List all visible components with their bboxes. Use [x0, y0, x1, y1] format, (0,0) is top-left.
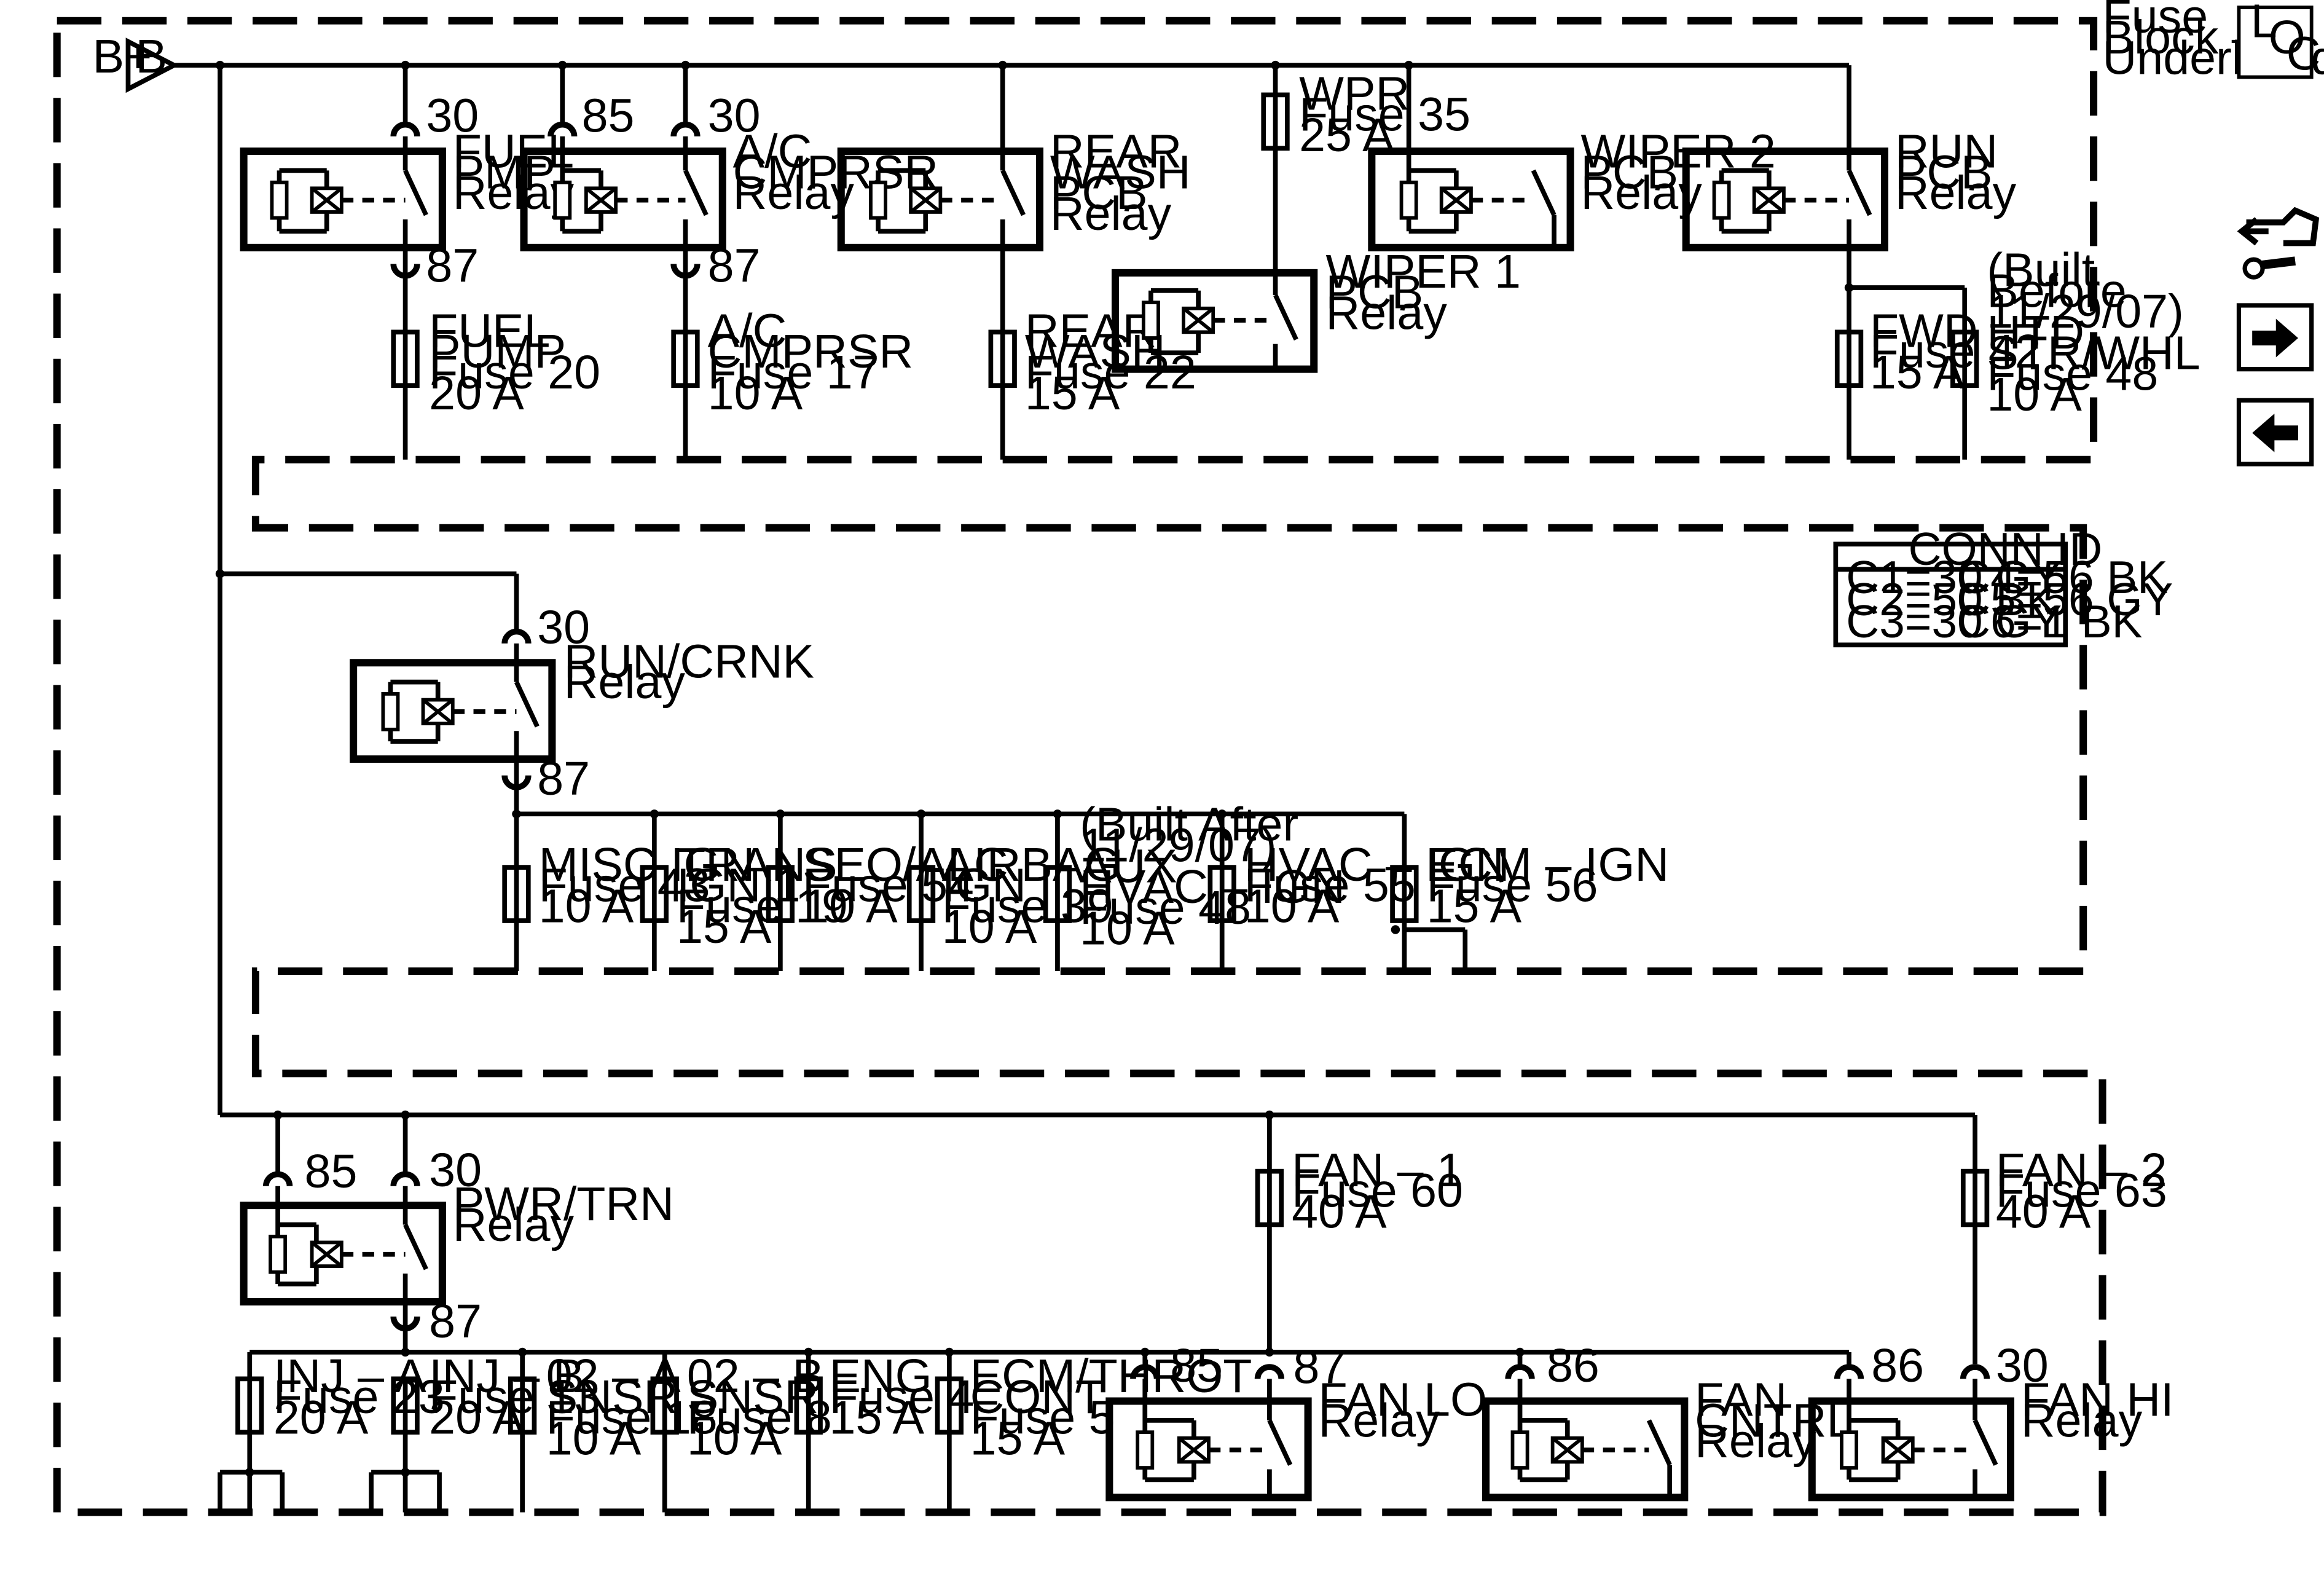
svg-text:30: 30: [537, 601, 590, 654]
svg-text:FAN – 1Fuse 6040 A: FAN – 1Fuse 6040 A: [1292, 1144, 1463, 1238]
svg-text:PWR/TRNRelay: PWR/TRNRelay: [453, 1178, 674, 1251]
relay-fan-hi: FAN HIRelay 86 30: [1808, 1339, 2174, 1502]
svg-text:C6=1 BK: C6=1 BK: [1957, 596, 2142, 647]
svg-text:MISC IGNFuse 4310 A: MISC IGNFuse 4310 A: [539, 838, 755, 933]
svg-text:INJ – AFuse 2320 A: INJ – AFuse 2320 A: [273, 1350, 445, 1444]
svg-text:30: 30: [1996, 1339, 2049, 1392]
svg-text:30: 30: [708, 90, 761, 143]
svg-text:C1=30 GY: C1=30 GY: [1846, 551, 2062, 603]
fuse-fan-1: FAN – 1Fuse 6040 A: [1255, 1114, 1463, 1352]
svg-text:C4=56 BK: C4=56 BK: [1957, 551, 2168, 603]
svg-text:L: L: [2251, 0, 2277, 47]
svg-text:85: 85: [1170, 1339, 1223, 1392]
relay-pwr-trn: PWR/TRNRelay 85 30 87: [240, 1114, 674, 1352]
relay-run-crnk: RUN/CRNKRelay 30 87: [350, 573, 814, 814]
fuse-ac-cmprsr: A/CCMPRSRFuse 1710 A: [671, 304, 913, 460]
svg-text:AIRBAGIGNFuse 3910 A: AIRBAGIGNFuse 3910 A: [942, 838, 1121, 953]
svg-text:CONN ID: CONN ID: [1909, 523, 2103, 575]
svg-text:ECM/THROTCONTFuse 515 A: ECM/THROTCONTFuse 515 A: [970, 1350, 1252, 1465]
svg-text:30: 30: [429, 1144, 482, 1197]
forward-arrow-icon[interactable]: [2236, 303, 2314, 372]
battery-plus-label: B+: [93, 30, 152, 83]
svg-text:85: 85: [582, 90, 635, 143]
loc-icon[interactable]: L O C: [2237, 0, 2321, 80]
svg-text:(BuiltBefore11/29/07)HTDSTR/WH: (BuiltBefore11/29/07)HTDSTR/WHLFuse 4810…: [1987, 244, 2200, 422]
svg-text:RUNPCBRelay: RUNPCBRelay: [1895, 125, 2017, 220]
relay-fan-cntrl: FANCNTRLRelay 86: [1482, 1339, 1853, 1502]
svg-text:WPRFuse 3525 A: WPRFuse 3525 A: [1299, 68, 1470, 162]
svg-text:O: O: [2269, 11, 2306, 64]
battery-triangle: [125, 37, 179, 93]
svg-text:FUELPUMPFuse 2020 A: FUELPUMPFuse 2020 A: [429, 304, 600, 419]
fuse-wpr: WPRFuse 3525 A: [1261, 65, 1470, 296]
svg-text:REARWASHFuse 2215 A: REARWASHFuse 2215 A: [1025, 304, 1196, 419]
svg-text:REARWASHPCBRelay: REARWASHPCBRelay: [1050, 125, 1191, 240]
connector-tool-icon[interactable]: [2237, 207, 2320, 280]
svg-text:87: 87: [708, 239, 761, 292]
relay-wiper1: WIPER 1PCBRelay: [1111, 245, 1521, 373]
svg-text:30: 30: [426, 90, 479, 143]
svg-text:87: 87: [1293, 1341, 1346, 1394]
svg-text:ENGFuse 415 A: ENGFuse 415 A: [829, 1350, 974, 1444]
svg-text:C: C: [2287, 27, 2321, 80]
svg-text:RUN/CRNKRelay: RUN/CRNKRelay: [564, 635, 814, 709]
svg-text:87: 87: [426, 239, 479, 292]
svg-text:87: 87: [537, 752, 590, 805]
relay-wiper2: WIPER 2PCBRelay: [1368, 65, 1776, 251]
svg-text:FAN – 2Fuse 6340 A: FAN – 2Fuse 6340 A: [1996, 1144, 2167, 1238]
fuse-hvac-ign: HVAC – IGNFuse 5510 A: [1207, 814, 1510, 971]
fuse-fuel-pump: FUELPUMPFuse 2020 A: [391, 304, 600, 460]
relay-run-pcb: RUNPCBRelay: [1682, 65, 2017, 333]
fuse-rear-wash: REARWASHFuse 2215 A: [988, 304, 1196, 460]
svg-text:FAN LORelay: FAN LORelay: [1318, 1374, 1487, 1447]
fuse-ecm-throt-cont: ECM/THROTCONTFuse 515 A: [935, 1350, 1252, 1513]
conn-id-table: CONN ID C1=30 GY C4=56 BK C2=50 BK C5=56…: [1833, 523, 2173, 647]
fuse-fan-2: FAN – 2Fuse 6340 A: [1960, 1114, 2167, 1364]
svg-text:C3=30 GY: C3=30 GY: [1846, 596, 2062, 647]
svg-text:SEO/ALCFuse 5410 A: SEO/ALCFuse 5410 A: [803, 838, 1008, 933]
fuse-inj-a: INJ – AFuse 2320 A: [218, 1350, 445, 1513]
svg-text:87: 87: [429, 1295, 482, 1348]
fuse-block-boundary: [53, 17, 2106, 1516]
svg-text:WIPER 1PCBRelay: WIPER 1PCBRelay: [1326, 245, 1521, 340]
svg-text:WIPER 2PCBRelay: WIPER 2PCBRelay: [1580, 125, 1775, 220]
fuse-seo-alc: SEO/ALCFuse 5410 A: [766, 814, 1008, 971]
fuse-o2-a-snsr: 02 – ASNSRFuse 1810 A: [508, 1350, 718, 1513]
svg-text:ECM – IGNFuse 5615 A: ECM – IGNFuse 5615 A: [1427, 838, 1670, 933]
relay-fan-lo: FAN LORelay 85 87: [1105, 1339, 1487, 1502]
svg-text:FANCNTRLRelay: FANCNTRLRelay: [1695, 1374, 1853, 1468]
battery-letter: B: [136, 30, 167, 83]
svg-text:HVAC – IGNFuse 5510 A: HVAC – IGNFuse 5510 A: [1244, 838, 1510, 933]
fuse-eng: ENGFuse 415 A: [794, 1350, 974, 1513]
svg-text:A/CCMPRSRFuse 1710 A: A/CCMPRSRFuse 1710 A: [708, 304, 913, 419]
svg-text:C5=56 GY: C5=56 GY: [1957, 573, 2173, 625]
svg-text:02 – ASNSRFuse 1810 A: 02 – ASNSRFuse 1810 A: [546, 1350, 718, 1465]
fuse-ecm-ign: ECM – IGNFuse 5615 A: [1390, 814, 1670, 971]
svg-text:C2=50 BK: C2=50 BK: [1846, 573, 2057, 625]
back-arrow-icon[interactable]: [2236, 398, 2314, 467]
fuse-htd-str-whl: (BuiltBefore11/29/07)HTDSTR/WHLFuse 4810…: [1950, 244, 2200, 460]
svg-text:86: 86: [1547, 1339, 1600, 1392]
fuse-airbag-ign: AIRBAGIGNFuse 3910 A: [906, 814, 1121, 971]
relay-rear-wash: REARWASHPCBRelay: [837, 65, 1191, 333]
svg-text:86: 86: [1871, 1339, 1924, 1392]
fuse-misc-ign: MISC IGNFuse 4310 A: [502, 814, 755, 971]
svg-text:85: 85: [305, 1145, 358, 1198]
svg-text:FAN HIRelay: FAN HIRelay: [2021, 1374, 2174, 1447]
